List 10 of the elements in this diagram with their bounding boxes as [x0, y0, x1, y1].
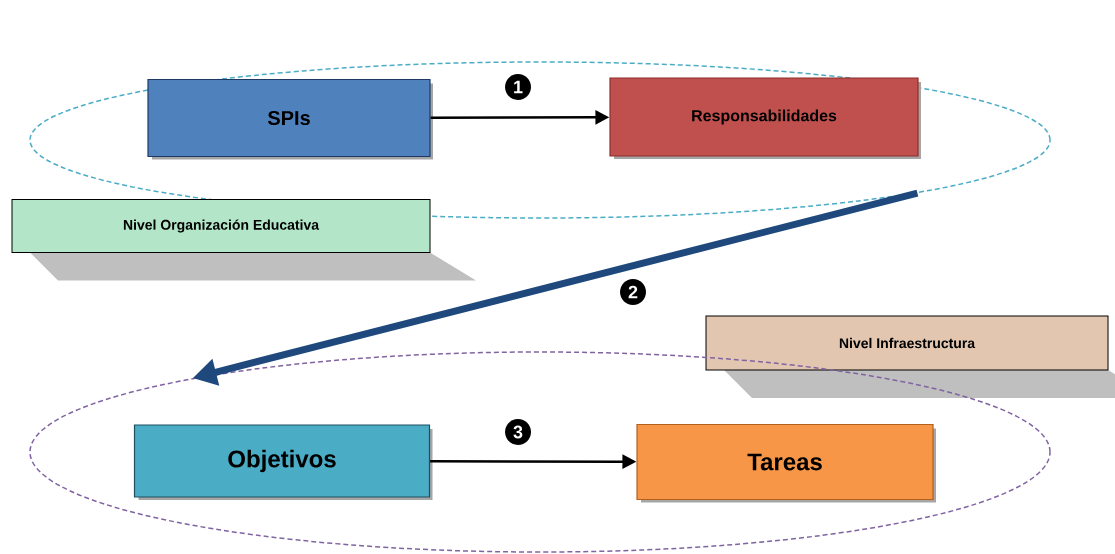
- number-badge: 3: [505, 419, 531, 445]
- process-box: Tareas: [636, 423, 936, 503]
- number-badge: 2: [620, 279, 646, 305]
- dashed-ellipse: [29, 351, 1051, 553]
- process-box: SPIs: [147, 78, 433, 160]
- number-badge: 1: [505, 74, 531, 100]
- level-label-box: Nivel Infraestructura: [705, 315, 1115, 398]
- process-box: Responsabilidades: [609, 77, 921, 159]
- process-box: Objetivos: [133, 424, 433, 500]
- level-label-box: Nivel Organización Educativa: [11, 199, 476, 281]
